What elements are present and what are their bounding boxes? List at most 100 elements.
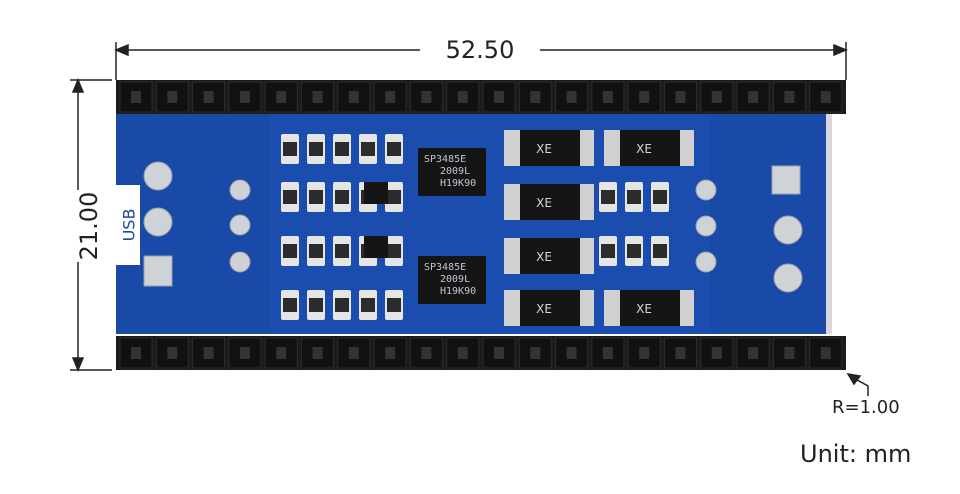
header-pin-hole xyxy=(385,347,396,359)
tvs-marking: XE xyxy=(536,196,552,210)
transceiver-chip-1: SP3485E 2009L H19K90 xyxy=(418,148,486,196)
header-pin-hole xyxy=(167,91,178,103)
header-pin-hole xyxy=(602,91,613,103)
header-pin-hole xyxy=(457,91,468,103)
transistor xyxy=(364,182,388,204)
tvs-marking: XE xyxy=(636,302,652,316)
smd-body xyxy=(283,190,297,204)
smd-body xyxy=(309,298,323,312)
smd-body xyxy=(283,244,297,258)
header-pin-hole xyxy=(276,347,287,359)
header-pin-hole xyxy=(639,347,650,359)
chip-1-line-1: SP3485E xyxy=(424,154,466,165)
header-pin-hole xyxy=(820,91,831,103)
chip-1-line-2: 2009L xyxy=(440,166,470,177)
width-dimension-line xyxy=(114,42,848,80)
header-pin-slot xyxy=(664,81,697,113)
smd-body xyxy=(283,142,297,156)
header-pin-hole xyxy=(748,91,759,103)
header-pin-hole xyxy=(711,91,722,103)
smd-body xyxy=(335,244,349,258)
tvs-body xyxy=(520,238,580,274)
width-dimension-label: 52.50 xyxy=(420,36,540,64)
usb-tab xyxy=(112,185,140,265)
header-pin-hole xyxy=(639,91,650,103)
header-pin-slot xyxy=(155,81,189,113)
header-pin-hole xyxy=(203,91,214,103)
tvs-marking: XE xyxy=(536,250,552,264)
radius-leader-line xyxy=(846,372,869,396)
tvs-marking: XE xyxy=(636,142,652,156)
smd-body xyxy=(601,190,615,204)
header-pin-hole xyxy=(675,91,686,103)
chip-2-line-1: SP3485E xyxy=(424,262,466,273)
smd-body xyxy=(309,190,323,204)
header-body xyxy=(116,80,846,114)
smd-body xyxy=(335,298,349,312)
header-pin-hole xyxy=(239,91,250,103)
header-pin-hole xyxy=(784,91,795,103)
header-pin-hole xyxy=(167,347,178,359)
header-pin-hole xyxy=(348,347,359,359)
corner-radius-label: R=1.00 xyxy=(832,397,900,418)
header-pin-hole xyxy=(566,91,577,103)
right-mounting-pads xyxy=(695,165,803,293)
chip-1-line-3: H19K90 xyxy=(440,178,476,189)
tvs-body xyxy=(520,290,580,326)
transceiver-chip-2: SP3485E 2009L H19K90 xyxy=(418,256,486,304)
smd-body xyxy=(387,190,401,204)
height-dimension-label: 21.00 xyxy=(75,191,103,261)
header-pin-hole xyxy=(239,347,250,359)
pcb-edge-right xyxy=(826,114,832,334)
header-pin-hole xyxy=(675,347,686,359)
header-pin-hole xyxy=(348,91,359,103)
header-pin-hole xyxy=(312,91,323,103)
smd-body xyxy=(309,244,323,258)
header-pin-hole xyxy=(566,347,577,359)
header-pin-hole xyxy=(203,347,214,359)
header-pin-hole xyxy=(530,347,541,359)
header-pin-hole xyxy=(457,347,468,359)
chip-2-line-3: H19K90 xyxy=(440,286,476,297)
smd-body xyxy=(387,298,401,312)
header-pin-slot xyxy=(446,81,480,113)
smd-body xyxy=(361,298,375,312)
smd-body xyxy=(601,244,615,258)
header-pin-hole xyxy=(530,91,541,103)
smd-body xyxy=(653,244,667,258)
height-dimension-line xyxy=(70,78,112,372)
tvs-marking: XE xyxy=(536,142,552,156)
smd-body xyxy=(361,142,375,156)
transistor xyxy=(364,236,388,258)
top-pin-header xyxy=(116,80,846,114)
header-pin-hole xyxy=(421,347,432,359)
smd-body xyxy=(627,190,641,204)
tvs-body xyxy=(520,184,580,220)
usb-label: USB xyxy=(120,209,139,242)
header-pin-hole xyxy=(276,91,287,103)
smd-body xyxy=(335,190,349,204)
chip-2-line-2: 2009L xyxy=(440,274,470,285)
header-body xyxy=(116,336,846,370)
header-pin-hole xyxy=(494,91,504,103)
smd-body xyxy=(335,142,349,156)
tvs-marking: XE xyxy=(536,302,552,316)
bottom-pin-header xyxy=(116,336,846,370)
unit-label: Unit: mm xyxy=(800,440,912,468)
tvs-diodes: XE XE XE XE XE XE xyxy=(504,130,694,326)
header-pin-hole xyxy=(494,347,504,359)
header-pin-hole xyxy=(385,91,396,103)
header-pin-hole xyxy=(421,91,432,103)
left-mounting-pads xyxy=(143,161,251,287)
tvs-body xyxy=(620,130,680,166)
smd-body xyxy=(309,142,323,156)
header-pin-hole xyxy=(820,347,831,359)
smd-body xyxy=(627,244,641,258)
smd-body xyxy=(283,298,297,312)
header-pin-hole xyxy=(711,347,722,359)
header-pin-hole xyxy=(312,347,323,359)
header-pin-hole xyxy=(131,347,141,359)
header-pin-hole xyxy=(784,347,795,359)
tvs-body xyxy=(620,290,680,326)
